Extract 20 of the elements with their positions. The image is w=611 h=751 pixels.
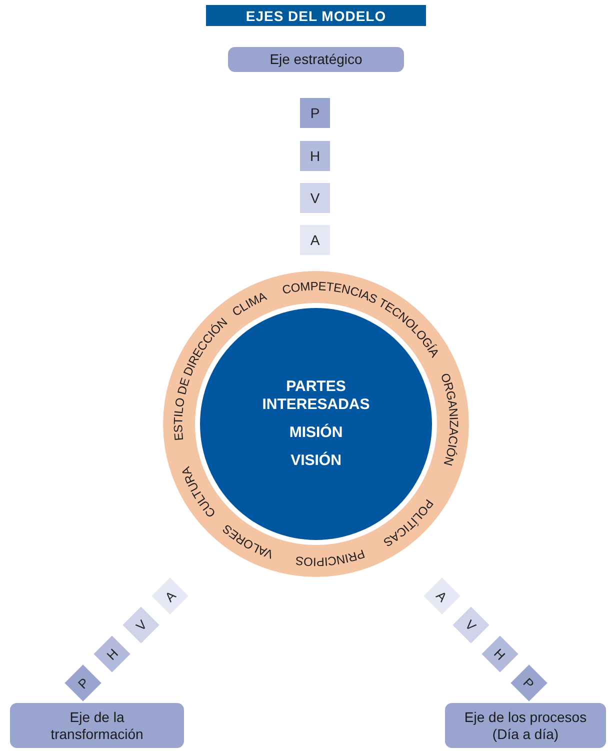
axis-label: Eje de la transformación — [10, 703, 184, 748]
title-banner: EJES DEL MODELO — [206, 5, 426, 26]
cycle-step-tile: P — [510, 664, 548, 702]
cycle-step-tile: H — [94, 636, 130, 672]
axis-label: Eje estratégico — [228, 47, 404, 72]
cycle-step-tile: A — [300, 225, 330, 255]
ring-label: PRINCIPIOS — [294, 546, 367, 569]
center-label: VISIÓN — [290, 452, 342, 470]
cycle-step-tile: P — [300, 98, 330, 128]
center-label: PARTES INTERESADAS — [261, 378, 371, 414]
cycle-step-tile: V — [122, 606, 160, 644]
cycle-step-tile: V — [300, 183, 330, 213]
cycle-step-tile: H — [482, 636, 518, 672]
center-label: MISIÓN — [289, 424, 343, 442]
cycle-step-tile: A — [152, 578, 188, 614]
axis-label: Eje de los procesos (Día a día) — [445, 703, 606, 748]
cycle-step-tile: P — [64, 664, 102, 702]
cycle-step-tile: H — [300, 141, 330, 171]
cycle-step-tile: A — [424, 578, 460, 614]
cycle-step-tile: V — [452, 606, 490, 644]
